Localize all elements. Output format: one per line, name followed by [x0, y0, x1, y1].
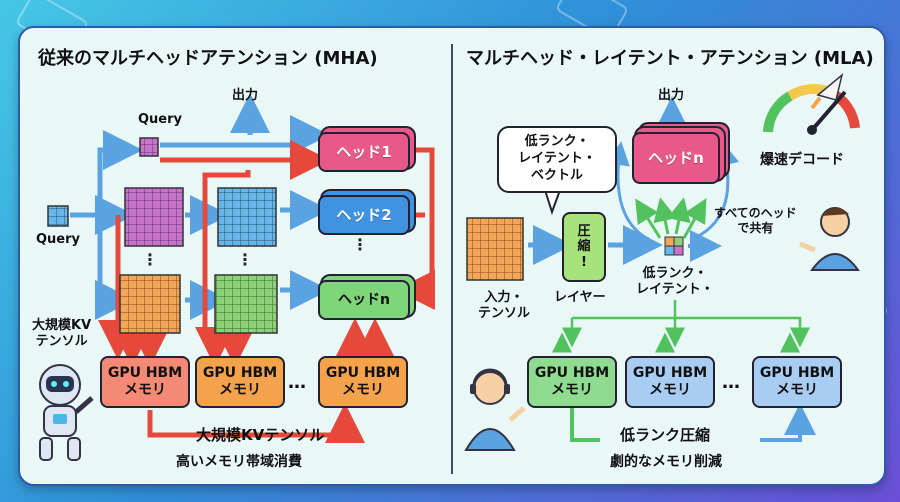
head-2: ヘッド2: [318, 195, 410, 235]
bubble-tail: [543, 189, 562, 216]
key-tensor-icon: [119, 274, 181, 334]
query-cube-icon: [47, 205, 69, 227]
latent-to-head-arrows: [606, 96, 740, 242]
gpu-memory-2: GPU HBM メモリ: [195, 356, 285, 408]
shared-label: すべてのヘッド で共有: [714, 206, 797, 235]
vertical-ellipsis: ⋮: [352, 235, 368, 254]
latent-cube-icon: [664, 236, 684, 256]
rocket-icon: [816, 72, 844, 101]
latent-label: 低ランク・ レイテント・: [636, 266, 714, 298]
latent-vector-bubble: 低ランク・ レイテント・ ベクトル: [497, 126, 617, 193]
layer-label: レイヤー: [554, 290, 606, 305]
horizontal-ellipsis: …: [288, 372, 306, 393]
mla-gpu-memory-1: GPU HBM メモリ: [527, 356, 617, 408]
compress-arrow: [760, 403, 816, 442]
fast-decode-label: 爆速デコード: [760, 152, 844, 168]
speedometer-icon: [763, 72, 860, 135]
person-icon: [799, 207, 860, 271]
robot-icon: [39, 364, 94, 461]
value-tensor-icon: [217, 187, 277, 247]
compression-layer: 圧 縮 !: [562, 212, 606, 282]
mla-output-label: 出力: [658, 88, 685, 103]
gpu-memory-1: GPU HBM メモリ: [100, 356, 190, 408]
mha-bottom-sublabel: 高いメモリ帯域消費: [176, 454, 302, 470]
query-arrows: [70, 93, 330, 320]
vertical-ellipsis: ⋮: [237, 250, 253, 269]
headset-person-icon: [464, 368, 526, 451]
mla-head-n: ヘッドn: [632, 132, 720, 184]
query-label: Query: [138, 112, 183, 127]
query-cube-icon: [139, 137, 159, 157]
output-label: 出力: [232, 88, 259, 103]
section-divider: [451, 44, 453, 474]
mla-gpu-memory-2: GPU HBM メモリ: [625, 356, 715, 408]
mla-bottom-sublabel: 劇的なメモリ削減: [610, 454, 722, 470]
query-label: Query: [36, 232, 81, 247]
vertical-ellipsis: ⋮: [142, 250, 158, 269]
compress-arrow: [570, 408, 600, 442]
gpu-memory-n: GPU HBM メモリ: [318, 356, 408, 408]
mla-title: マルチヘッド・レイテント・アテンション (MLA): [466, 48, 874, 69]
value-tensor-icon: [214, 274, 278, 334]
head-n: ヘッドn: [318, 280, 410, 320]
memory-distribution-lines: [552, 300, 810, 353]
mha-title: 従来のマルチヘッドアテンション (MHA): [38, 48, 378, 69]
kv-tensor-label: 大規模KV テンソル: [32, 318, 92, 350]
mha-bottom-label: 大規模KVテンソル: [196, 426, 325, 444]
mla-gpu-memory-n: GPU HBM メモリ: [752, 356, 842, 408]
input-tensor-icon: [466, 217, 524, 281]
horizontal-ellipsis: …: [722, 372, 740, 393]
head-1: ヘッド1: [318, 132, 410, 172]
key-tensor-icon: [124, 187, 184, 247]
mla-bottom-label: 低ランク圧縮: [620, 426, 711, 444]
input-tensor-label: 入力・ テンソル: [478, 290, 531, 322]
